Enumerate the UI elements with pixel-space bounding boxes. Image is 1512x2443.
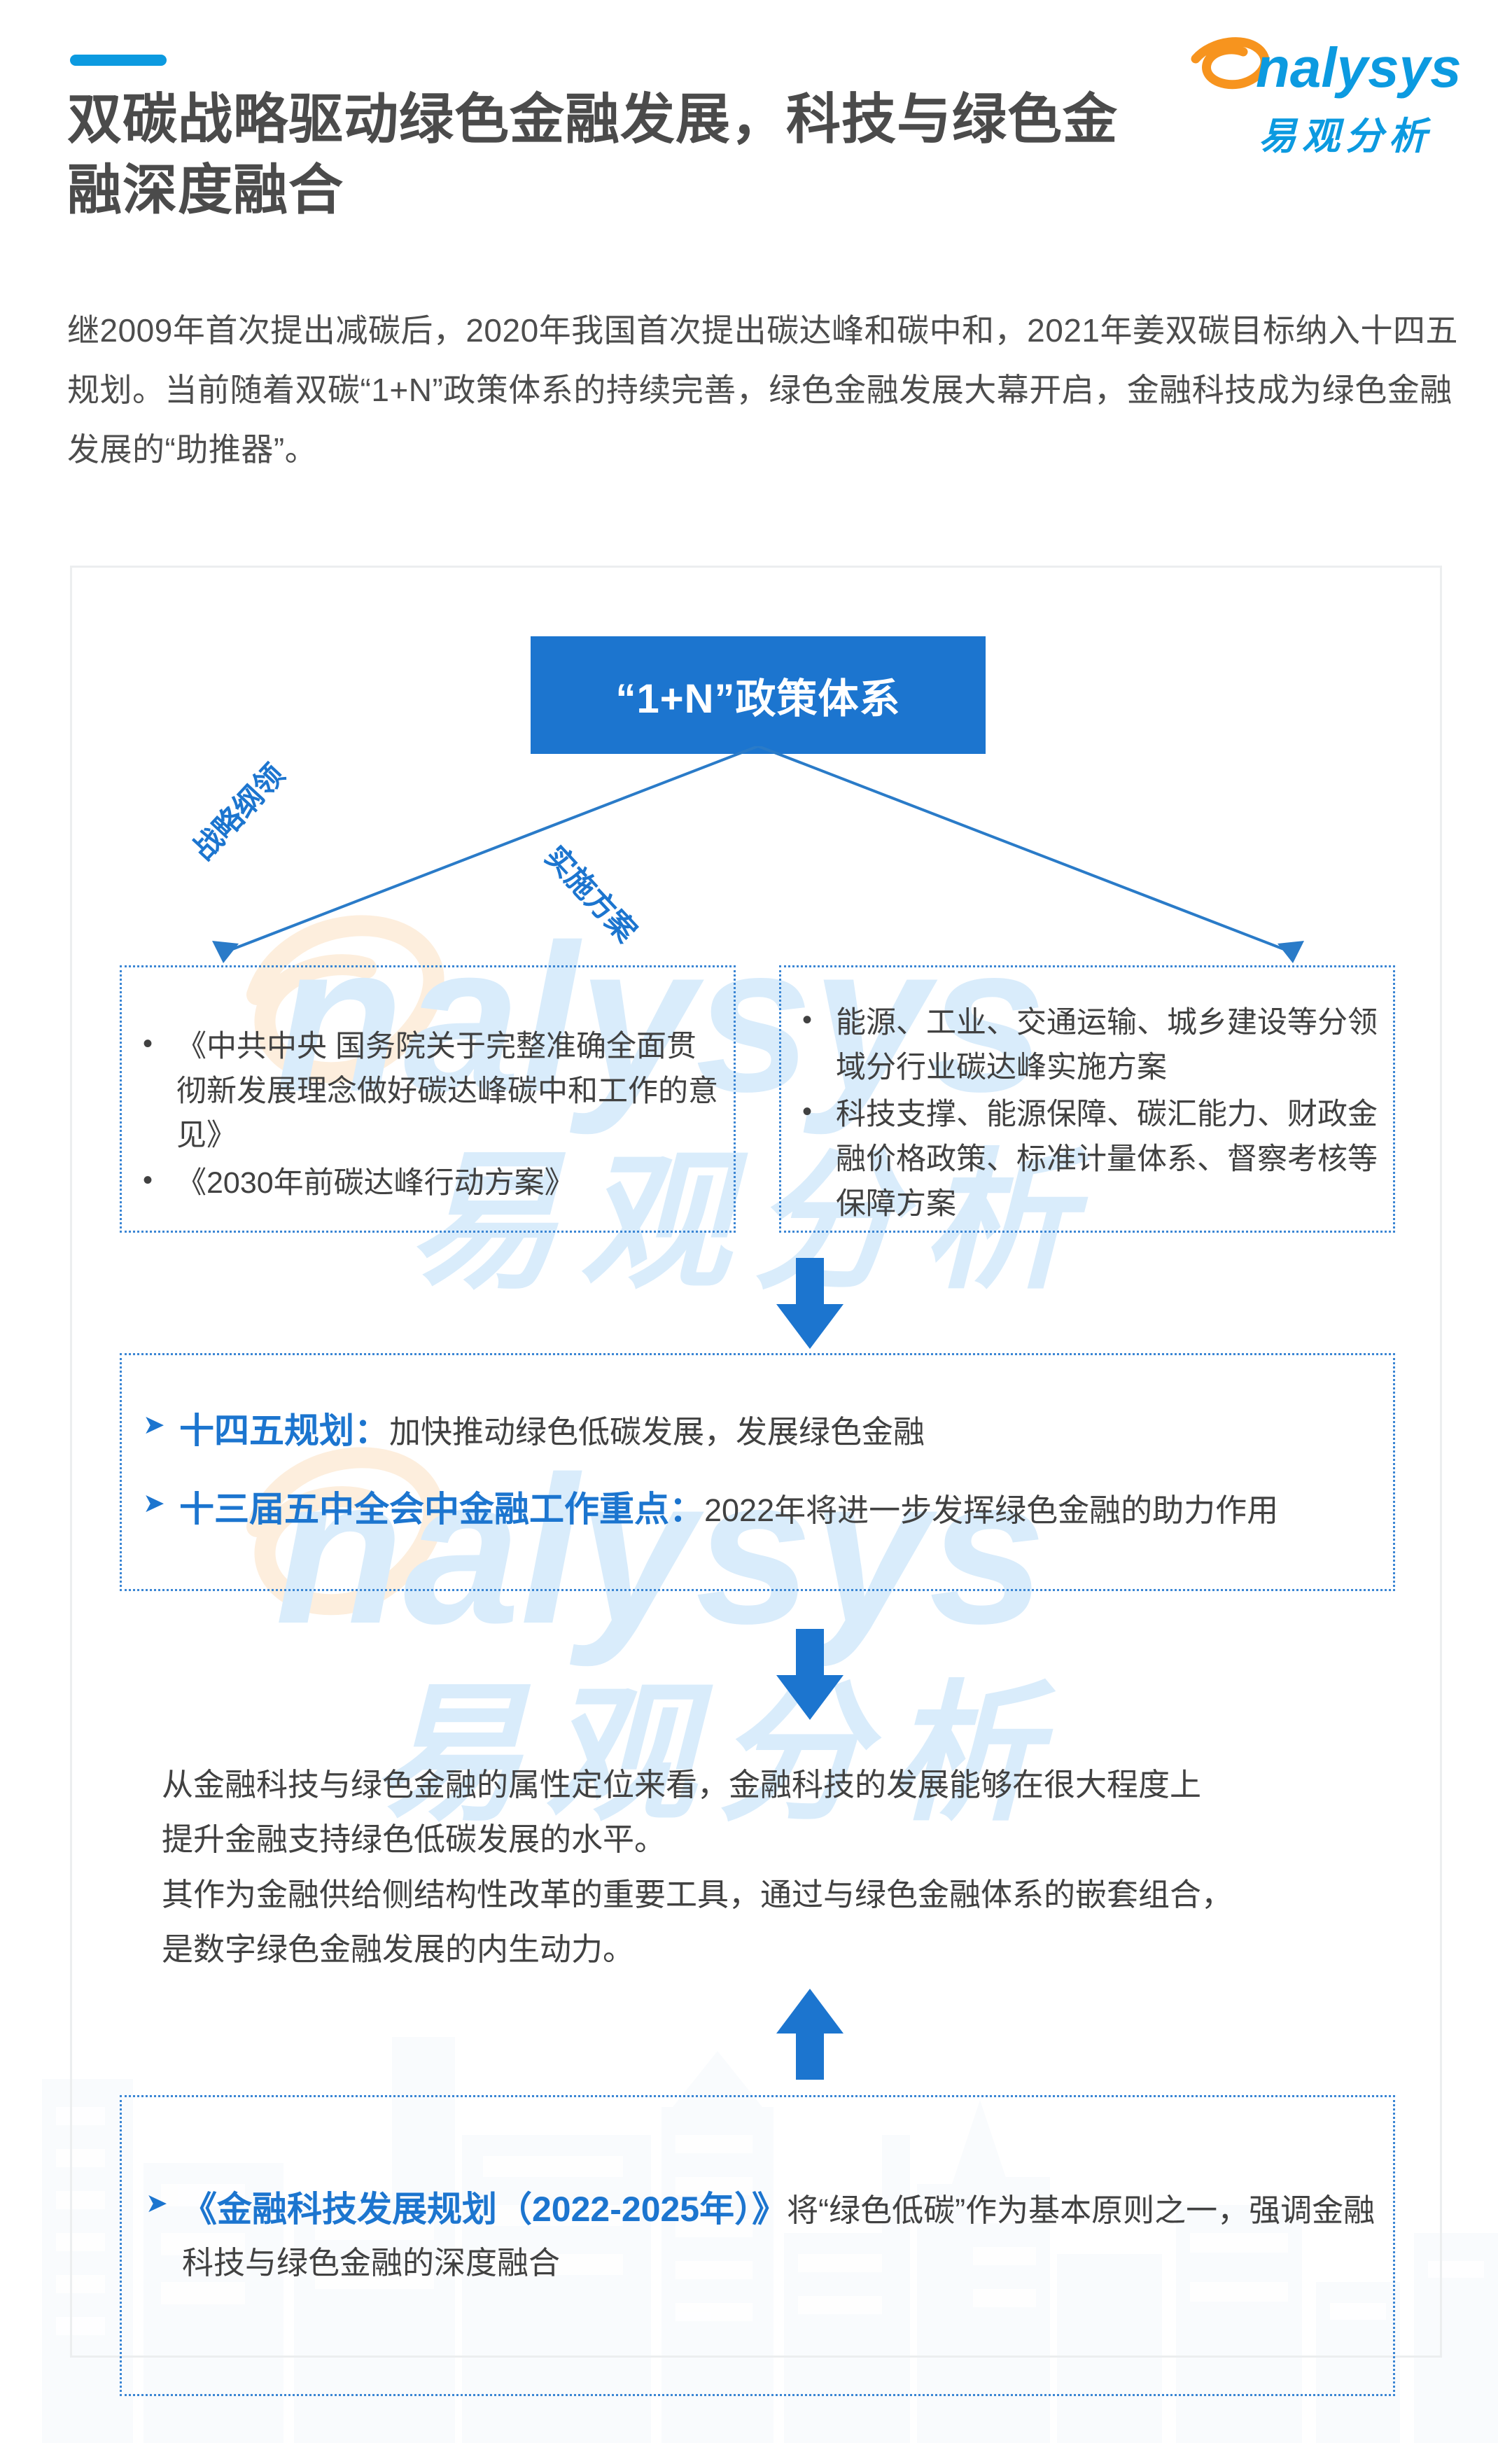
list-item: 科技支撑、能源保障、碳汇能力、财政金融价格政策、标准计量体系、督察考核等保障方案 (792, 1091, 1384, 1226)
plan-line-13th-plenary-highlight: 十三届五中全会中金融工作重点： (179, 1490, 704, 1529)
analysys-wordmark-icon: nalysys (1191, 36, 1462, 99)
plan-line-14th-body: 加快推动绿色低碳发展，发展绿色金融 (389, 1414, 925, 1450)
implementation-plans-list: 能源、工业、交通运输、城乡建设等分领域分行业碳达峰实施方案 科技支撑、能源保障、… (792, 1000, 1384, 1229)
analysys-logo: nalysys 易观分析 (1183, 28, 1463, 168)
list-item: 《中共中央 国务院关于完整准确全面贯彻新发展理念做好碳达峰碳中和工作的意见》 (133, 1023, 721, 1158)
middle-paragraph-line-4: 是数字绿色金融发展的内生动力。 (162, 1931, 635, 1967)
middle-paragraph: 从金融科技与绿色金融的属性定位来看，金融科技的发展能够在很大程度上 提升金融支持… (162, 1758, 1338, 1977)
strategy-documents-box: 《中共中央 国务院关于完整准确全面贯彻新发展理念做好碳达峰碳中和工作的意见》 《… (120, 965, 736, 1233)
middle-paragraph-line-1: 从金融科技与绿色金融的属性定位来看，金融科技的发展能够在很大程度上 (162, 1767, 1202, 1802)
strategy-documents-list: 《中共中央 国务院关于完整准确全面贯彻新发展理念做好碳达峰碳中和工作的意见》 《… (133, 1023, 721, 1209)
list-item: 能源、工业、交通运输、城乡建设等分领域分行业碳达峰实施方案 (792, 1000, 1384, 1090)
plan-line-13th-plenary: 十三届五中全会中金融工作重点：2022年将进一步发挥绿色金融的助力作用 (132, 1481, 1371, 1538)
five-year-plan-box: 十四五规划：加快推动绿色低碳发展，发展绿色金融 十三届五中全会中金融工作重点：2… (120, 1353, 1395, 1591)
title-accent-bar (70, 55, 167, 66)
svg-text:nalysys: nalysys (1256, 36, 1462, 99)
implementation-plans-box: 能源、工业、交通运输、城乡建设等分领域分行业碳达峰实施方案 科技支撑、能源保障、… (779, 965, 1395, 1233)
list-item: 《2030年前碳达峰行动方案》 (133, 1160, 721, 1206)
analysys-chinese-name: 易观分析 (1259, 115, 1432, 158)
plan-line-14th-highlight: 十四五规划： (179, 1411, 389, 1450)
arrow-down-to-plan-icon (776, 1258, 844, 1349)
arrow-down-to-paragraph-icon (776, 1629, 844, 1720)
fintech-plan-body: 将“绿色低碳”作为基本原则之一，强调金融科技与绿色金融的深度融合 (182, 2192, 1376, 2281)
plan-line-14th: 十四五规划：加快推动绿色低碳发展，发展绿色金融 (132, 1403, 1364, 1460)
fintech-plan-line: 《金融科技发展规划（2022-2025年）》将“绿色低碳”作为基本原则之一，强调… (134, 2181, 1380, 2289)
plan-line-13th-plenary-body: 2022年将进一步发挥绿色金融的助力作用 (704, 1492, 1279, 1528)
policy-system-node: “1+N”政策体系 (531, 636, 986, 754)
middle-paragraph-line-2: 提升金融支持绿色低碳发展的水平。 (162, 1821, 666, 1858)
diagram-card: nalysys 易观分析 nalysys 易观分析 “1+N”政策体系 战略纲领… (70, 566, 1442, 2396)
intro-paragraph: 继2009年首次提出减碳后，2020年我国首次提出碳达峰和碳中和，2021年姜双… (67, 312, 1458, 468)
middle-paragraph-line-3: 其作为金融供给侧结构性改革的重要工具，通过与绿色金融体系的嵌套组合， (162, 1876, 1233, 1912)
fintech-plan-box: 《金融科技发展规划（2022-2025年）》将“绿色低碳”作为基本原则之一，强调… (120, 2095, 1395, 2396)
page-title: 双碳战略驱动绿色金融发展，科技与绿色金融深度融合 (67, 88, 1119, 221)
fintech-plan-highlight: 《金融科技发展规划（2022-2025年）》 (182, 2190, 788, 2229)
arrow-up-to-paragraph-icon (776, 1989, 844, 2080)
